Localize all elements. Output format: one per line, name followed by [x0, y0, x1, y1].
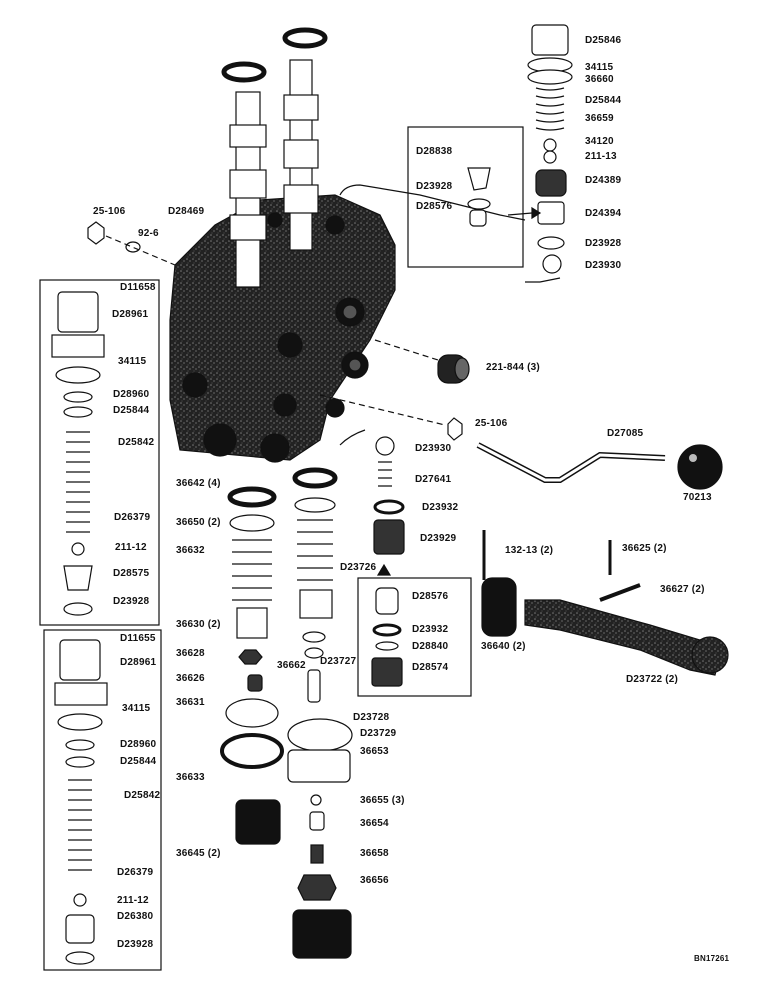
label-d24394: D24394: [585, 208, 622, 219]
label-36660: 36660: [585, 74, 614, 85]
relief-box-a-outline: [39, 279, 160, 626]
center-column-left: [220, 486, 284, 845]
label-mb-d28576: D28576: [412, 591, 449, 602]
label-mb-d23932: D23932: [412, 624, 449, 635]
inset-top-parts: [467, 167, 491, 227]
relief-box-b-outline: [43, 629, 162, 971]
label-d23722: D23722 (2): [626, 674, 679, 685]
label-b-d26380: D26380: [117, 911, 154, 922]
label-inset-d28576: D28576: [416, 201, 453, 212]
label-a-d23928: D23928: [113, 596, 150, 607]
label-36640: 36640 (2): [481, 641, 526, 652]
label-36631: 36631: [176, 697, 205, 708]
middle-valve-parts: [373, 436, 405, 555]
label-b-d25842: D25842: [124, 790, 161, 801]
label-36659: 36659: [585, 113, 614, 124]
right-side-parts: [481, 530, 729, 676]
label-a-d28961: D28961: [112, 309, 149, 320]
label-36645: 36645 (2): [176, 848, 221, 859]
group-title-a: D11658: [120, 282, 156, 293]
label-d23928: D23928: [585, 238, 622, 249]
nut-25-106: [87, 221, 105, 245]
control-lever: [447, 417, 723, 490]
label-d28469: D28469: [168, 206, 205, 217]
relief-valve-b-parts: [54, 639, 108, 965]
label-d25844: D25844: [585, 95, 622, 106]
seal-ring: [282, 27, 328, 49]
label-m-36658: 36658: [360, 848, 389, 859]
label-inset-d23928: D23928: [416, 181, 453, 192]
label-36627: 36627 (2): [660, 584, 705, 595]
label-a-d25844: D25844: [113, 405, 150, 416]
label-36625: 36625 (2): [622, 543, 667, 554]
label-a-d26379: D26379: [114, 512, 151, 523]
label-m-d23930: D23930: [415, 443, 452, 454]
label-b-d28961: D28961: [120, 657, 157, 668]
label-221-844: 221-844 (3): [486, 362, 540, 373]
label-m-d23932: D23932: [422, 502, 459, 513]
label-d27085: D27085: [607, 428, 644, 439]
label-b-211-12: 211-12: [117, 895, 149, 906]
spool-left: [229, 91, 267, 288]
center-column-right: [287, 467, 353, 959]
label-34120: 34120: [585, 136, 614, 147]
label-m-d23929: D23929: [420, 533, 457, 544]
label-m-36656: 36656: [360, 875, 389, 886]
label-36633: 36633: [176, 772, 205, 783]
label-m-d23729: D23729: [360, 728, 397, 739]
label-m-d23728: D23728: [353, 712, 390, 723]
label-mb-d28840: D28840: [412, 641, 449, 652]
label-a-d28575: D28575: [113, 568, 150, 579]
label-36642: 36642 (4): [176, 478, 221, 489]
label-nut-25-106: 25-106: [93, 206, 126, 217]
label-b-d25844: D25844: [120, 756, 157, 767]
label-36662: 36662: [277, 660, 306, 671]
label-nut-25-106-mid: 25-106: [475, 418, 508, 429]
relief-valve-a-parts: [51, 291, 105, 616]
label-d25846: D25846: [585, 35, 622, 46]
label-36626: 36626: [176, 673, 205, 684]
label-70213: 70213: [683, 492, 712, 503]
reference-code: BN17261: [694, 954, 730, 963]
label-m-d27641: D27641: [415, 474, 452, 485]
label-132-13: 132-13 (2): [505, 545, 554, 556]
inset-box-middle: [357, 577, 472, 697]
label-m-36654: 36654: [360, 818, 389, 829]
label-36628: 36628: [176, 648, 205, 659]
label-b-d23928: D23928: [117, 939, 154, 950]
label-36650: 36650 (2): [176, 517, 221, 528]
label-36632: 36632: [176, 545, 205, 556]
seal-ring: [221, 61, 267, 83]
label-mb-d28574: D28574: [412, 662, 449, 673]
label-211-13: 211-13: [585, 151, 617, 162]
label-34115: 34115: [585, 62, 614, 73]
top-right-stack: [527, 24, 573, 274]
label-d28838: D28838: [416, 146, 453, 157]
label-m-36655: 36655 (3): [360, 795, 405, 806]
label-washer-92-6: 92-6: [138, 228, 159, 239]
inset-box-top: [407, 126, 524, 268]
group-title-b: D11655: [120, 633, 156, 644]
spool-right: [283, 59, 319, 251]
label-a-d28960: D28960: [113, 389, 150, 400]
label-a-211-12: 211-12: [115, 542, 147, 553]
label-36630: 36630 (2): [176, 619, 221, 630]
label-a-d25842: D25842: [118, 437, 155, 448]
label-d24389: D24389: [585, 175, 622, 186]
washer-92-6: [125, 241, 141, 253]
plug-221-844: [437, 354, 470, 384]
label-b-d26379: D26379: [117, 867, 154, 878]
label-m-d23727: D23727: [320, 656, 357, 667]
inset-middle-parts: [371, 587, 403, 687]
label-a-34115: 34115: [118, 356, 147, 367]
label-b-34115: 34115: [122, 703, 151, 714]
valve-body: [169, 194, 396, 463]
label-b-d28960: D28960: [120, 739, 157, 750]
label-d23930: D23930: [585, 260, 622, 271]
label-m-d23726: D23726: [340, 562, 377, 573]
label-m-36653: 36653: [360, 746, 389, 757]
